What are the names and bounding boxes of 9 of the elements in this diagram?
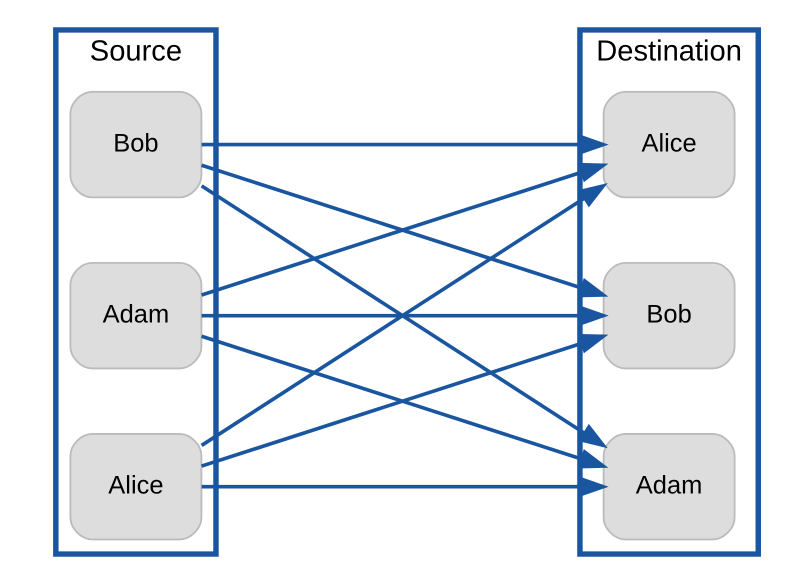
node-box: Alice (602, 90, 736, 198)
node-box: Bob (602, 262, 736, 370)
arrow (201, 305, 608, 326)
node-box: Alice (68, 433, 202, 540)
node-box: Adam (602, 433, 736, 540)
arrow (201, 134, 608, 155)
arrow (201, 476, 608, 497)
node-box: Bob (68, 90, 202, 198)
node-box: Adam (68, 262, 202, 370)
